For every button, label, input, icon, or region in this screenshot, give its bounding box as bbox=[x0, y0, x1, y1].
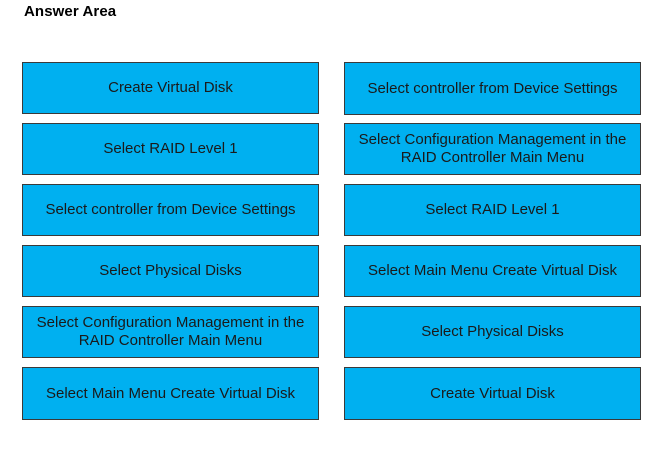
right-item-4[interactable]: Select Main Menu Create Virtual Disk bbox=[344, 245, 641, 297]
right-item-1[interactable]: Select controller from Device Settings bbox=[344, 62, 641, 115]
right-item-2[interactable]: Select Configuration Management in the R… bbox=[344, 123, 641, 175]
right-item-5[interactable]: Select Physical Disks bbox=[344, 306, 641, 358]
left-item-2[interactable]: Select RAID Level 1 bbox=[22, 123, 319, 175]
left-item-3[interactable]: Select controller from Device Settings bbox=[22, 184, 319, 236]
right-item-3[interactable]: Select RAID Level 1 bbox=[344, 184, 641, 236]
right-item-6[interactable]: Create Virtual Disk bbox=[344, 367, 641, 420]
left-item-6[interactable]: Select Main Menu Create Virtual Disk bbox=[22, 367, 319, 420]
left-item-4[interactable]: Select Physical Disks bbox=[22, 245, 319, 297]
answer-area-title: Answer Area bbox=[24, 3, 117, 20]
left-item-1[interactable]: Create Virtual Disk bbox=[22, 62, 319, 114]
left-item-5[interactable]: Select Configuration Management in the R… bbox=[22, 306, 319, 358]
